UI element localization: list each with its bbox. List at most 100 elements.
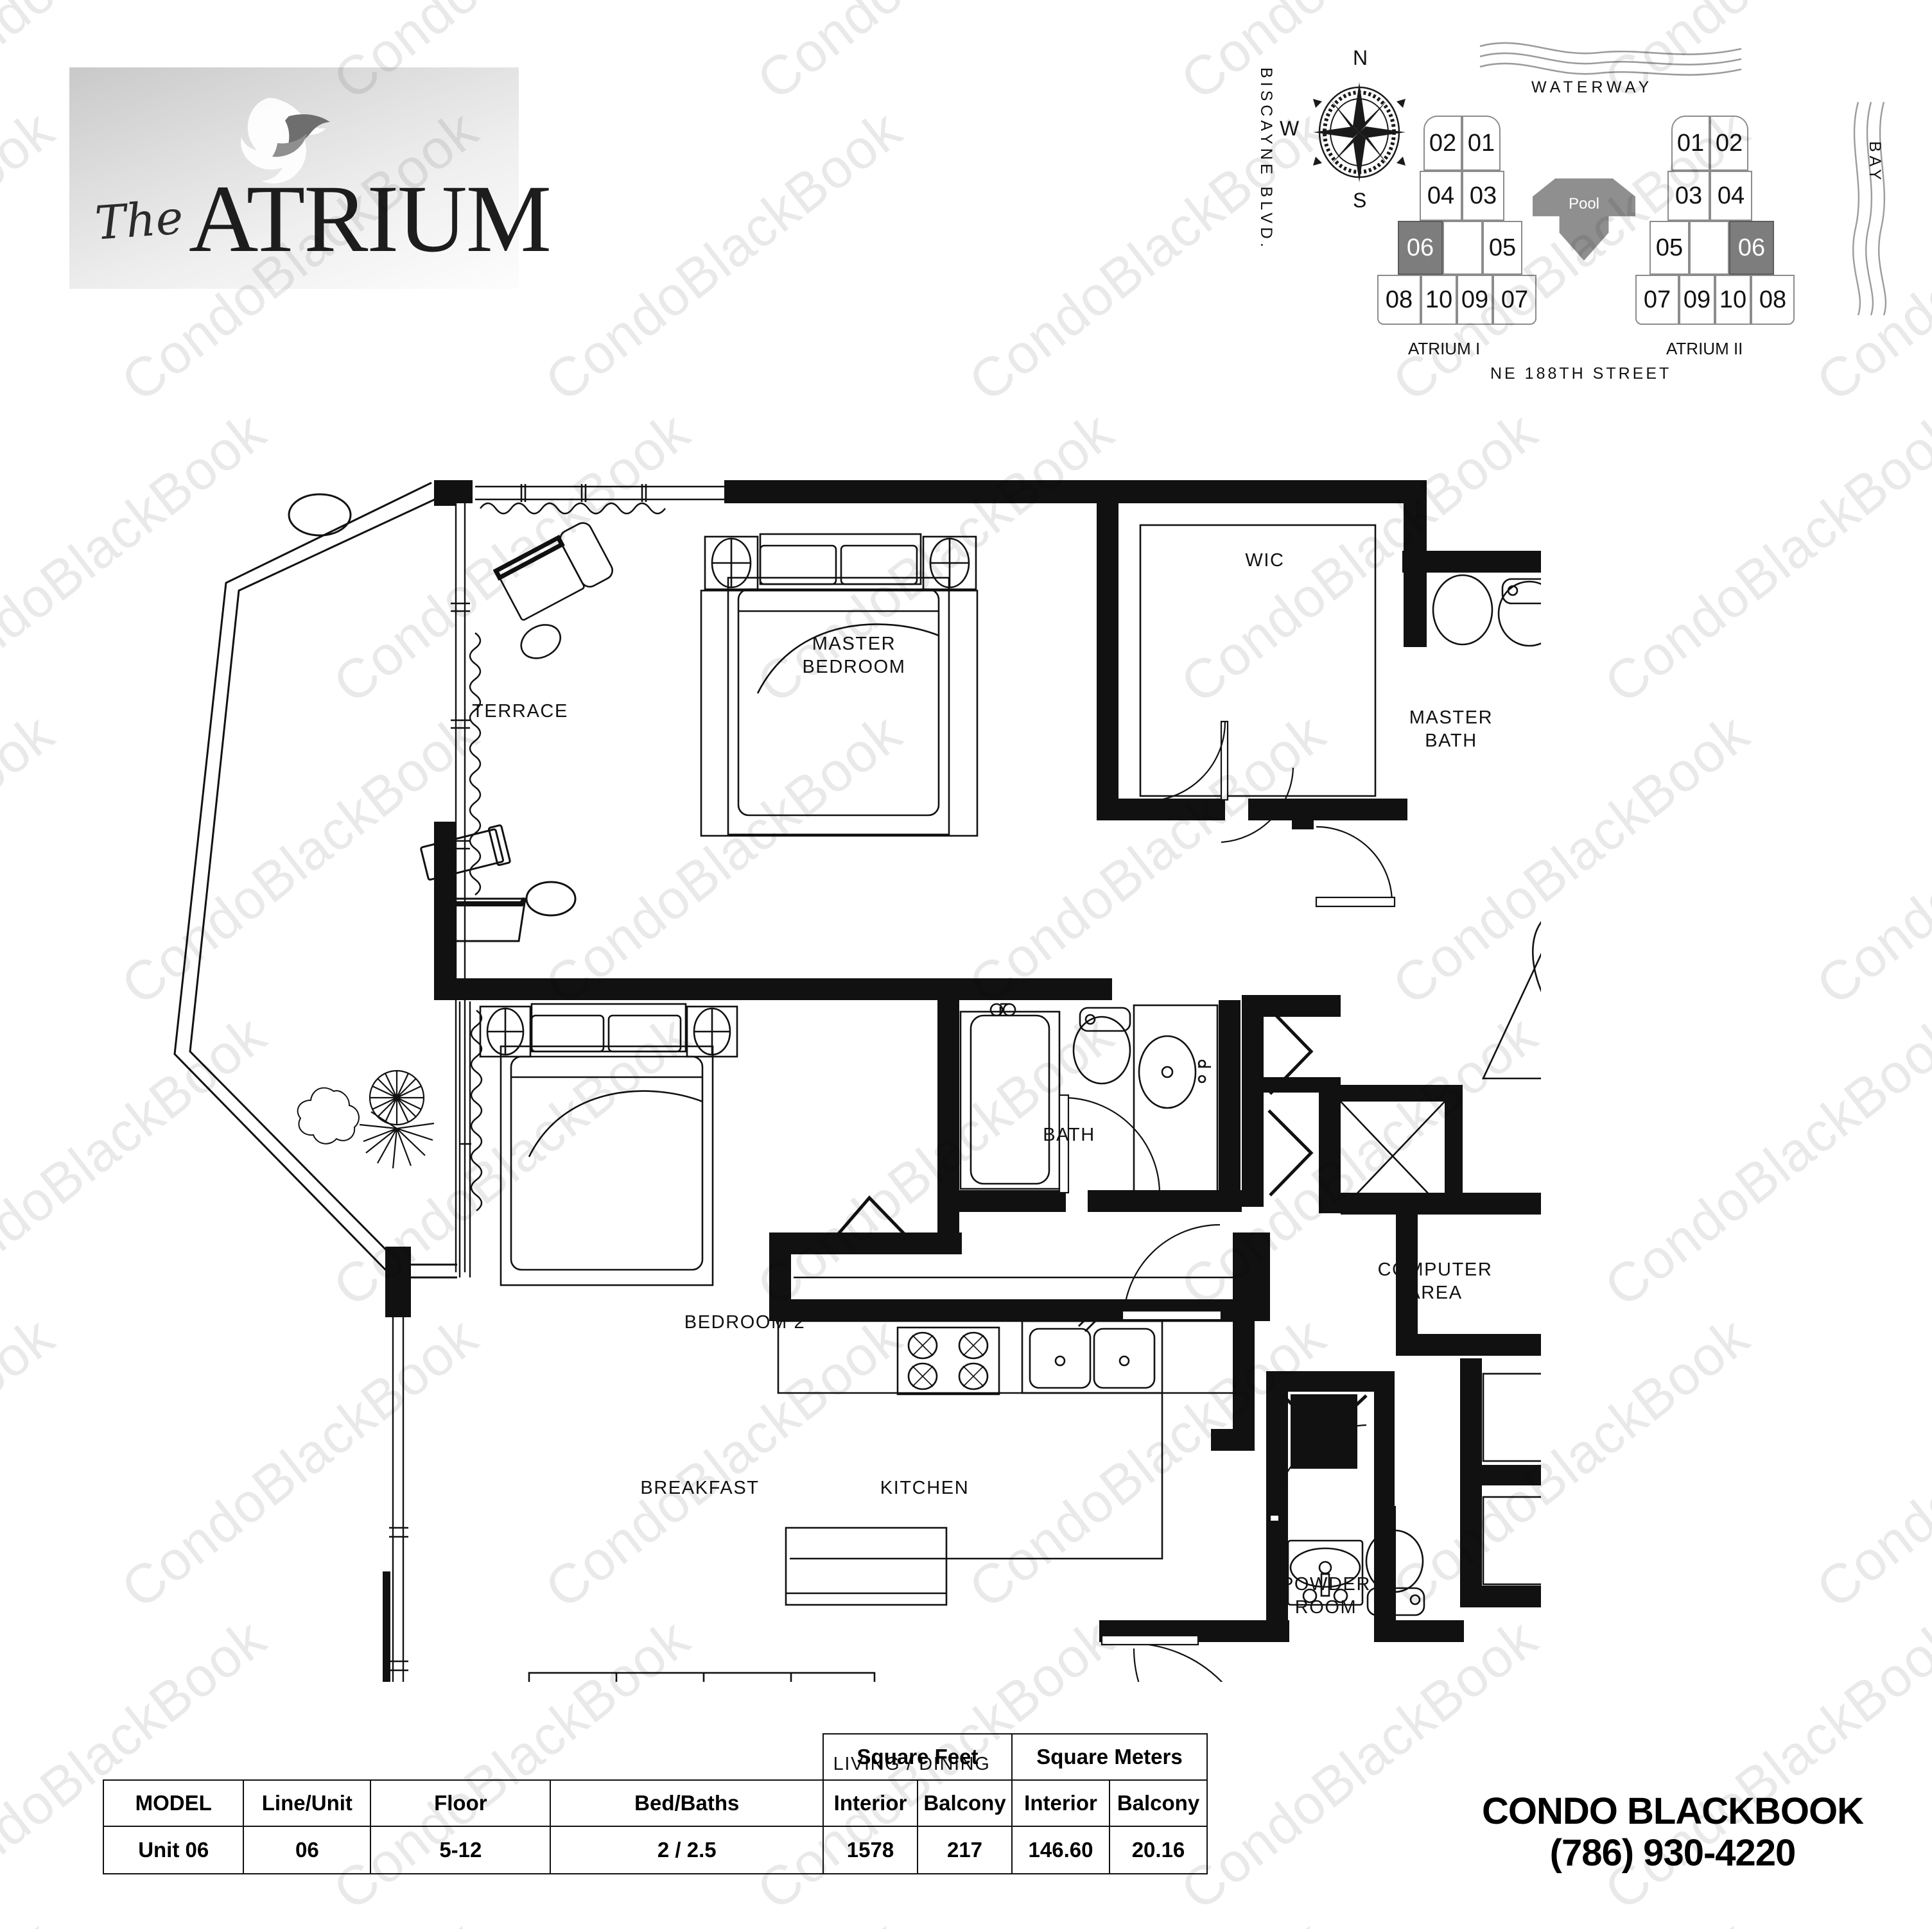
col-header-sm-balcony: Balcony xyxy=(1109,1779,1208,1827)
living-sofa xyxy=(528,1672,876,1929)
keyplan-unit-10-right[interactable]: 10 xyxy=(1715,275,1751,325)
watermark-text: CondoBlackBook xyxy=(1593,1003,1932,1319)
keyplan-unit-01-right[interactable]: 01 xyxy=(1671,116,1710,171)
room-label-wic: WIC xyxy=(1245,550,1285,571)
floor-plan-drawing: TERRACE MASTER BEDROOM WIC MASTER BATH B… xyxy=(0,334,1719,1929)
keyplan-unit-08-right[interactable]: 08 xyxy=(1751,275,1795,325)
watermark-text: CondoBlackBook xyxy=(1381,1908,1761,1929)
room-label-master-bedroom: MASTER BEDROOM xyxy=(802,634,906,678)
cell-sf-balcony: 217 xyxy=(917,1826,1013,1874)
master-bath-door xyxy=(1315,826,1396,908)
bay-label: BAY xyxy=(1866,141,1884,184)
keyplan-unit-06-right-selected[interactable]: 06 xyxy=(1729,221,1774,275)
bedroom2-curtain xyxy=(470,1010,483,1211)
keyplan-unit-05-right[interactable]: 05 xyxy=(1649,221,1689,275)
cell-sf-interior: 1578 xyxy=(822,1826,918,1874)
bath-fixtures xyxy=(959,1003,1219,1206)
pool-shape: Pool xyxy=(1533,178,1635,261)
linen-bifold-door-2 xyxy=(1267,1109,1314,1197)
watermark-text: CondoBlackBook xyxy=(1593,1607,1932,1923)
tower-label-atrium-2: ATRIUM II xyxy=(1666,339,1743,358)
room-label-computer-area: COMPUTER AREA xyxy=(1377,1259,1493,1304)
col-header-sf-balcony: Balcony xyxy=(917,1779,1013,1827)
watermark-text: CondoBlackBook xyxy=(110,1908,490,1929)
tower-label-atrium-1: ATRIUM I xyxy=(1408,339,1481,358)
keyplan-unit-07-right[interactable]: 07 xyxy=(1635,275,1679,325)
keyplan-unit-06-left-selected[interactable]: 06 xyxy=(1398,221,1443,275)
kitchen-counters xyxy=(777,1276,1237,1606)
cell-sm-interior: 146.60 xyxy=(1011,1826,1110,1874)
bay-waves-icon xyxy=(1852,101,1887,316)
compass-west-label: W xyxy=(1280,117,1300,140)
col-header-sf-interior: Interior xyxy=(822,1779,918,1827)
keyplan-unit-03-left[interactable]: 03 xyxy=(1462,171,1504,221)
logo-main-word: ATRIUM xyxy=(189,166,552,272)
col-header-model: MODEL xyxy=(102,1779,245,1827)
bedroom2-bed xyxy=(479,1003,738,1286)
waterway-label: WATERWAY xyxy=(1531,78,1653,96)
table-group-header-row: Square Feet Square Meters xyxy=(103,1733,1208,1781)
brand-phone[interactable]: (786) 930-4220 xyxy=(1549,1831,1797,1874)
room-label-terrace: TERRACE xyxy=(472,701,568,722)
compass-rose-icon xyxy=(1313,82,1405,182)
master-curtain xyxy=(469,502,666,895)
room-label-breakfast: BREAKFAST xyxy=(640,1478,760,1498)
keyplan-unit-09-left[interactable]: 09 xyxy=(1457,275,1493,325)
ne-188th-street-label: NE 188TH STREET xyxy=(1490,365,1672,383)
keyplan-unit-01-left[interactable]: 01 xyxy=(1462,116,1501,171)
keyplan-unit-09-right[interactable]: 09 xyxy=(1679,275,1715,325)
keyplan-core-right xyxy=(1689,221,1729,275)
master-bath-fixtures xyxy=(1340,574,1680,1211)
powder-room-fixtures xyxy=(1287,1529,1425,1616)
keyplan-unit-07-left[interactable]: 07 xyxy=(1493,275,1536,325)
cell-model: Unit 06 xyxy=(102,1826,245,1874)
bath-door xyxy=(1058,1094,1161,1194)
pool-label: Pool xyxy=(1568,195,1600,212)
group-header-square-meters: Square Meters xyxy=(1011,1733,1208,1781)
master-bed xyxy=(700,533,979,837)
wic-shelf xyxy=(1139,524,1377,797)
keyplan-unit-02-right[interactable]: 02 xyxy=(1710,116,1748,171)
watermark-text: CondoBlackBook xyxy=(957,1908,1337,1929)
cell-sm-balcony: 20.16 xyxy=(1109,1826,1208,1874)
watermark-text: CondoBlackBook xyxy=(1805,1908,1932,1929)
col-header-sm-interior: Interior xyxy=(1011,1779,1110,1827)
biscayne-blvd-label: BISCAYNE BLVD. xyxy=(1257,67,1275,251)
logo-script-word: The xyxy=(93,190,185,250)
keyplan-unit-02-left[interactable]: 02 xyxy=(1423,116,1462,171)
room-label-master-bath: MASTER BATH xyxy=(1409,707,1493,752)
lounge-chair xyxy=(492,522,613,659)
watermark-text: CondoBlackBook xyxy=(745,0,1126,113)
watermark-text: CondoBlackBook xyxy=(1805,702,1932,1017)
wic-door xyxy=(1145,720,1294,843)
cell-floor: 5-12 xyxy=(370,1826,552,1874)
compass-north-label: N xyxy=(1353,46,1368,69)
unit-spec-table: Square Feet Square Meters MODEL Line/Uni… xyxy=(102,1733,1208,1874)
room-label-powder-room: POWDER ROOM xyxy=(1280,1574,1371,1618)
table-row: Unit 06 06 5-12 2 / 2.5 1578 217 146.60 … xyxy=(102,1826,1208,1874)
hall-door xyxy=(1121,1224,1223,1322)
group-header-square-feet: Square Feet xyxy=(822,1733,1013,1781)
watermark-text: CondoBlackBook xyxy=(0,1908,66,1929)
logo-background xyxy=(69,67,519,289)
keyplan-unit-04-right[interactable]: 04 xyxy=(1710,171,1752,221)
room-label-bedroom-2: BEDROOM 2 xyxy=(684,1312,806,1333)
col-header-line-unit: Line/Unit xyxy=(243,1779,372,1827)
col-header-bed-baths: Bed/Baths xyxy=(550,1779,824,1827)
cell-bed-baths: 2 / 2.5 xyxy=(550,1826,824,1874)
keyplan-unit-08-left[interactable]: 08 xyxy=(1377,275,1421,325)
walls xyxy=(383,480,1700,1925)
watermark-text: CondoBlackBook xyxy=(534,1908,914,1929)
room-label-bath: BATH xyxy=(1043,1125,1095,1145)
col-header-floor: Floor xyxy=(370,1779,552,1827)
terrace-outline xyxy=(173,481,457,1279)
keyplan-unit-04-left[interactable]: 04 xyxy=(1420,171,1462,221)
key-plan: WATERWAY BAY BISCAYNE BLVD. xyxy=(1255,39,1904,398)
keyplan-unit-10-left[interactable]: 10 xyxy=(1421,275,1457,325)
keyplan-core-left xyxy=(1443,221,1483,275)
keyplan-unit-05-left[interactable]: 05 xyxy=(1483,221,1522,275)
entry-door xyxy=(1101,1634,1260,1782)
pantry-bifold-door xyxy=(836,1195,908,1238)
watermark-text: CondoBlackBook xyxy=(1805,1305,1932,1621)
keyplan-unit-03-right[interactable]: 03 xyxy=(1667,171,1710,221)
